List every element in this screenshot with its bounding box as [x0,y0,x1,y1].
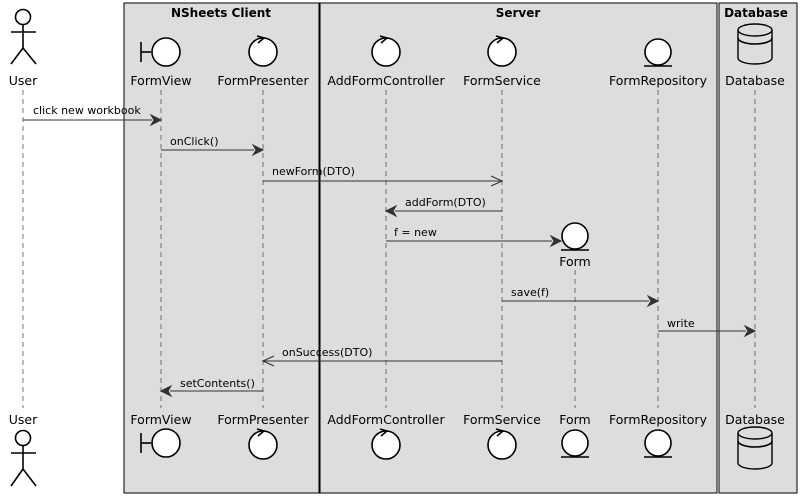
participant-formpresenter-top: FormPresenter [217,73,309,88]
participant-formservice-bottom: FormService [463,412,541,427]
entity-icon [644,38,672,67]
box-server: Server [319,2,718,494]
boundary-icon [140,428,181,458]
participant-user-top: User [9,73,38,88]
participant-formrepository-bottom: FormRepository [609,412,708,427]
message-label: newForm(DTO) [272,165,355,178]
message-onclick: onClick() [161,135,265,157]
participant-database-top: Database [725,73,785,88]
message-click-new-workbook: click new workbook [23,104,163,127]
entity-icon [644,429,672,458]
participant-formrepository-top: FormRepository [609,73,708,88]
control-icon [371,428,401,460]
box-client-title: NSheets Client [171,6,271,20]
participant-addformcontroller-bottom: AddFormController [327,412,445,427]
message-label: save(f) [511,286,549,299]
box-client: NSheets Client [123,2,320,494]
participant-user-bottom: User [9,412,38,427]
message-label: f = new [394,226,437,239]
box-database-title: Database [724,6,788,20]
message-f-equals-new: f = new [386,226,563,248]
participant-database-bottom: Database [725,412,785,427]
participant-form-bottom: Form [559,412,591,427]
entity-icon [561,429,589,458]
participant-formservice-top: FormService [463,73,541,88]
message-write: write [658,317,757,338]
lifelines [22,90,756,408]
message-onsuccess: onSuccess(DTO) [261,346,502,367]
participant-form-created: Form [559,254,591,269]
control-icon [248,35,278,67]
message-setcontents: setContents() [159,377,263,398]
box-database: Database [718,2,798,494]
database-icon [737,426,773,470]
message-addform: addForm(DTO) [384,196,502,218]
actor-icon [10,429,37,487]
actor-icon [10,8,37,65]
message-newform: newForm(DTO) [263,165,504,187]
control-icon [371,35,401,67]
boundary-icon [140,37,181,67]
participant-formview-bottom: FormView [130,412,191,427]
message-label: onClick() [170,135,219,148]
control-icon [248,428,278,460]
participant-formview-top: FormView [130,73,191,88]
message-label: click new workbook [33,104,141,117]
database-icon [737,23,773,65]
message-save: save(f) [502,286,660,308]
message-label: setContents() [180,377,255,390]
control-icon [487,428,517,460]
message-label: addForm(DTO) [405,196,486,209]
entity-icon [561,222,589,251]
box-server-title: Server [496,6,541,20]
participant-addformcontroller-top: AddFormController [327,73,445,88]
control-icon [487,35,517,67]
participant-formpresenter-bottom: FormPresenter [217,412,309,427]
message-label: onSuccess(DTO) [282,346,372,359]
message-label: write [667,317,695,330]
